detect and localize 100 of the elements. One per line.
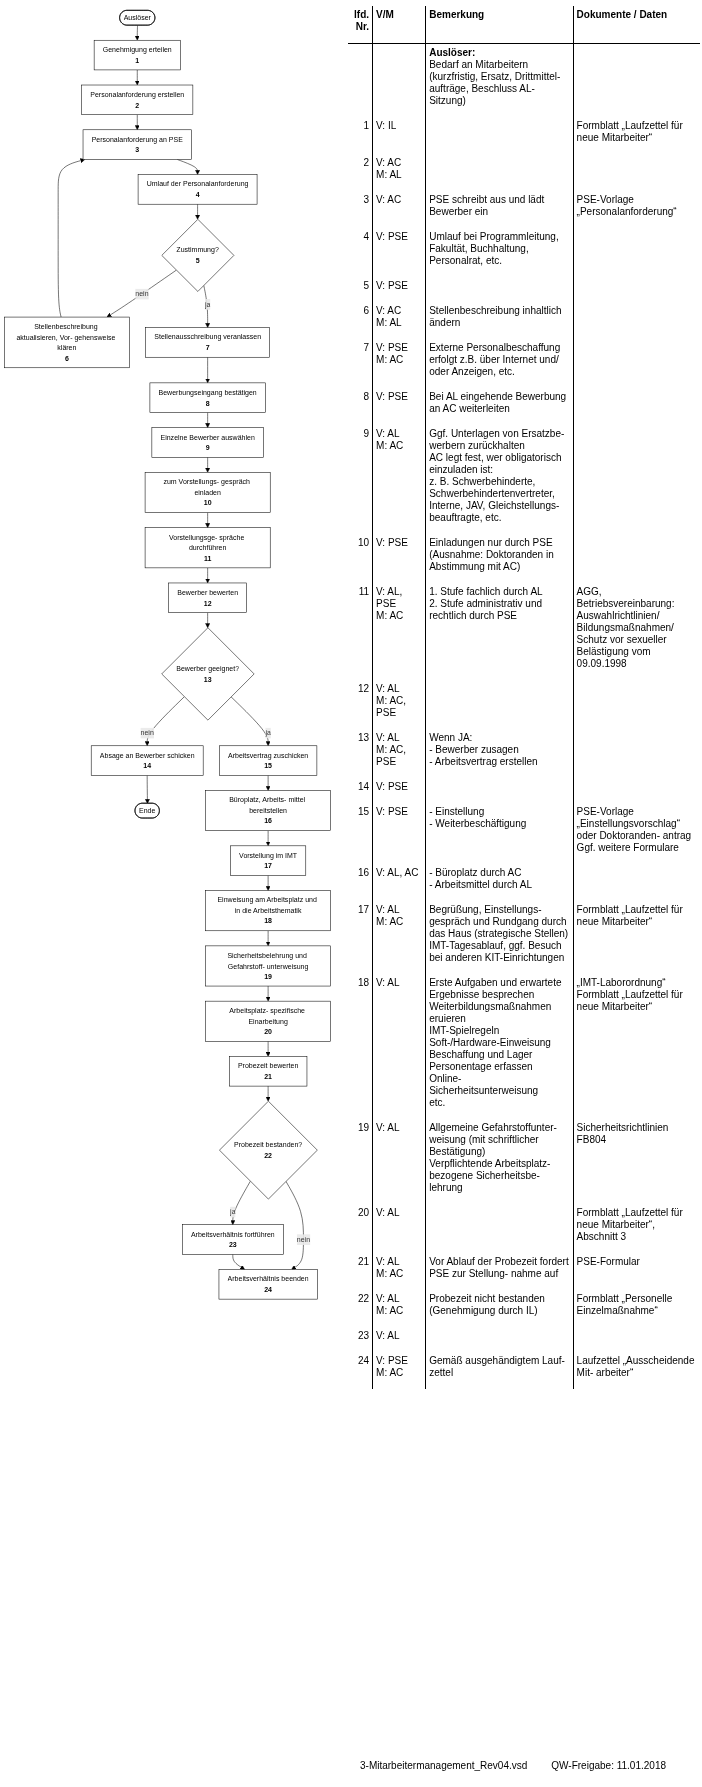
remark-text: Begrüßung, Einstellungs- gespräch und Rundgang durch das Haus (strategische Stellen) [429,904,570,940]
row-number: 19 [356,1122,370,1134]
footer-text: QW-Freigabe: 11.01.2018 [551,1760,666,1771]
responsibility-text: V: AL, AC [376,867,420,879]
row-number: 10 [356,537,370,549]
remark-text: - Büroplatz durch AC [429,867,523,879]
remark-text: Stellenbeschreibung inhaltlich ändern [429,305,563,329]
row-number: 3 [362,194,370,206]
responsibility-text: M: AC, PSE [376,695,408,719]
remark-text: AC legt fest, wer obligatorisch einzuladen ist: [429,452,563,476]
row-number: 24 [356,1355,370,1367]
responsibility-text: M: AL [376,317,403,329]
remark-text: IMT-Spielregeln [429,1025,501,1037]
remark-text: Vor Ablauf der Probezeit fordert PSE zur Stellung- nahme auf [429,1256,570,1280]
row-number: 11 [357,586,370,598]
row-number: 22 [356,1293,370,1305]
row-number: 18 [356,977,370,989]
document-text: PSE-Vorlage „Personalanforderung“ [576,194,678,218]
responsibility-text: V: AL [376,732,401,744]
remark-text: Umlauf bei Programmleitung, Fakultät, Buchhaltung, Personalrat, etc. [429,231,560,267]
remark-text: 2. Stufe administrativ und rechtlich durch PSE [429,598,544,622]
responsibility-text: V: PSE [376,231,409,243]
responsibility-text: V: AL [376,1256,401,1268]
responsibility-text: V: AL [376,1207,401,1219]
remark-text: Allgemeine Gefahrstoffunter- weisung (mit schriftlicher Bestätigung) [429,1122,558,1158]
remark-text: z. B. Schwerbehinderte, Schwerbehindertenvertreter, Interne, JAV, Gleichstellungs- beauftragte, etc. [429,476,561,524]
column-header: V/M [376,9,395,21]
remark-text: 1. Stufe fachlich durch AL [429,586,544,598]
row-number: 20 [356,1207,370,1219]
responsibility-text: V: AL [376,1122,401,1134]
remark-text: Erste Aufgaben und erwartete Ergebnisse besprechen [429,977,563,1001]
row-number: 16 [356,867,370,879]
responsibility-text: M: AC [376,1305,405,1317]
document-text: Sicherheitsrichtlinien FB804 [576,1122,670,1146]
remark-text: Einladungen nur durch PSE (Ausnahme: Doktoranden in Abstimmung mit AC) [429,537,555,573]
responsibility-text: V: PSE [376,781,409,793]
responsibility-text: V: PSE [376,806,409,818]
responsibility-text: M: AL [376,169,403,181]
document-text: PSE-Formular [576,1256,641,1268]
remark-text: Personentage erfassen [429,1061,534,1073]
document-text: Formblatt „Personelle Einzelmaßnahme“ [576,1293,674,1317]
responsibility-text: M: AC [376,1367,405,1379]
responsibility-text: M: AC [376,1268,405,1280]
remark-text: Probezeit nicht bestanden (Genehmigung durch IL) [429,1293,546,1317]
row-number: 5 [362,280,370,292]
row-number: 1 [362,120,370,132]
remark-text: Bei AL eingehende Bewerbung an AC weiterleiten [429,391,568,415]
row-number: 21 [356,1256,370,1268]
responsibility-text: V: AL [376,683,401,695]
remark-text: Gemäß ausgehändigtem Lauf- zettel [429,1355,566,1379]
row-number: 8 [362,391,370,403]
row-number: 14 [356,781,370,793]
responsibility-text: V: AL [376,977,401,989]
row-number: 15 [356,806,370,818]
row-number: 4 [362,231,370,243]
remark-text: Soft-/Hardware-Einweisung [429,1037,552,1049]
responsibility-text: V: AC [376,157,403,169]
footer-text: 3-Mitarbeitermanagement_Rev04.vsd [360,1760,528,1771]
column-header: Bemerkung [429,9,486,21]
document-text: Formblatt „Laufzettel für neue Mitarbeiter“, Abschnitt 3 [576,1207,684,1243]
responsibility-text: M: AC [376,440,405,452]
responsibility-text: V: AL [376,904,401,916]
document-text: „IMT-Laborordnung“ [576,977,667,989]
row-number: 17 [356,904,370,916]
column-header: Dokumente / Daten [576,9,669,21]
responsibility-text: V: AC [376,305,403,317]
column-header: lfd. Nr. [353,9,370,33]
remark-text: Externe Personalbeschaffung erfolgt z.B. über Internet und/ oder Anzeigen, etc. [429,342,562,378]
responsibility-text: V: AL [376,428,401,440]
responsibility-text: V: IL [376,120,398,132]
remark-text: Wenn JA: [429,732,474,744]
responsibility-text: V: PSE [376,391,409,403]
remark-text: - Einstellung [429,806,486,818]
responsibility-text: V: AL [376,1330,401,1342]
responsibility-text: V: AL, PSE [376,586,404,610]
responsibility-text: V: AL [376,1293,401,1305]
remark-text: - Bewerber zusagen [429,744,520,756]
remark-text: - Arbeitsvertrag erstellen [429,756,539,768]
remark-text: - Arbeitsmittel durch AL [429,879,534,891]
responsibility-text: V: AC [376,194,403,206]
row-number: 12 [356,683,370,695]
remark-text: Bedarf an Mitarbeitern (kurzfristig, Ersatz, Drittmittel- aufträge, Beschluss AL- Sitzung) [429,59,562,107]
responsibility-text: V: PSE [376,342,409,354]
document-text: PSE-Vorlage „Einstellungsvorschlag“ oder Doktoranden- antrag [576,806,693,842]
remark-text: Verpflichtende Arbeitsplatz- bezogene Sicherheitsbe- lehrung [429,1158,552,1194]
remark-text: PSE schreibt aus und lädt Bewerber ein [429,194,546,218]
remark-text: Ggf. Unterlagen von Ersatzbe- werbern zurückhalten [429,428,566,452]
remark-text: Weiterbildungsmaßnahmen eruieren [429,1001,553,1025]
remark-text: - Weiterbeschäftigung [429,818,528,830]
document-text: AGG, Betriebsvereinbarung: Auswahlrichtlinien/ Bildungsmaßnahmen/ Schutz vor sexueller Belästigung vom 09.09.1998 [576,586,676,670]
document-text: Ggf. weitere Formulare [576,842,680,854]
row-number: 9 [362,428,370,440]
responsibility-text: M: AC, PSE [376,744,408,768]
responsibility-text: V: PSE [376,537,409,549]
document-text: Laufzettel „Ausscheidende Mit- arbeiter“ [576,1355,696,1379]
responsibility-text: V: PSE [376,280,409,292]
responsibility-text: V: PSE [376,1355,409,1367]
remark-text: Beschaffung und Lager [429,1049,534,1061]
row-number: 13 [356,732,370,744]
document-text: Formblatt „Laufzettel für neue Mitarbeiter“ [576,120,684,144]
